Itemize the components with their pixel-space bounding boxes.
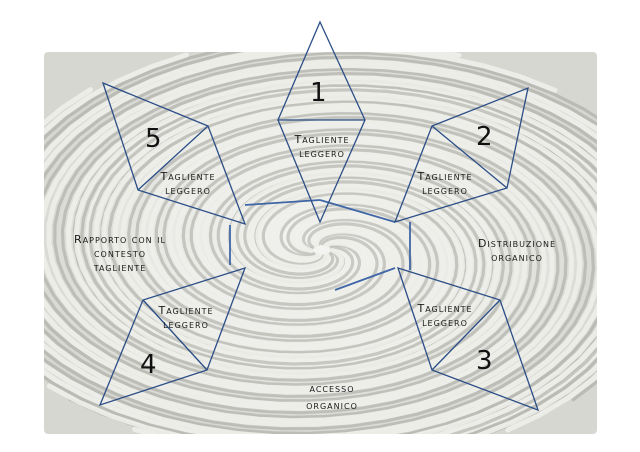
rhombus-number-2: 2 (476, 122, 493, 152)
swirl-stroke (53, 67, 597, 387)
swirl-stroke (93, 90, 597, 434)
rhombus-number-3: 3 (476, 346, 493, 376)
swirl-stroke (44, 111, 596, 434)
connector-top-right (319, 199, 396, 223)
label-rapporto-contesto: Rapporto con il contesto tagliente (74, 233, 166, 274)
edge-label-3: Tagliente leggero (417, 302, 473, 329)
swirl-stroke (65, 74, 597, 433)
rhombus-number-5: 5 (145, 124, 162, 154)
rhombus-1 (277, 20, 366, 224)
swirl-stroke (44, 52, 568, 419)
swirl-stroke (46, 95, 597, 434)
connector-bottom-right (334, 267, 396, 291)
swirl-stroke (73, 79, 597, 434)
rhombus-3 (396, 266, 540, 412)
edge-label-1: Tagliente leggero (294, 133, 350, 160)
swirl-stroke (80, 83, 597, 434)
edge-label-2: Tagliente leggero (417, 170, 473, 197)
swirl-stroke (44, 52, 558, 407)
swirl-stroke (44, 106, 597, 434)
swirl-stroke (44, 102, 597, 434)
label-distribuzione-organico: Distribuzione organico (477, 237, 557, 264)
swirl-stroke (44, 99, 597, 434)
swirl-stroke (85, 86, 597, 434)
rhombus-2-chord (431, 125, 508, 189)
connector-top-left (244, 199, 321, 206)
swirl-stroke (44, 87, 583, 428)
rhombus-2 (393, 86, 529, 224)
rhombus-3-chord (431, 299, 501, 371)
swirl-stroke (44, 52, 597, 403)
swirl-background (44, 52, 597, 434)
swirl-stroke (44, 52, 555, 412)
swirl-stroke (88, 88, 597, 434)
rhombus-number-1: 1 (310, 78, 327, 108)
swirl-stroke (60, 71, 597, 402)
rhombus-5 (101, 81, 247, 226)
edge-label-5: Tagliente leggero (160, 170, 216, 197)
rhombus-5-chord (137, 125, 209, 191)
rhombus-4 (98, 266, 247, 407)
label-accesso-organico: accesso organico (306, 381, 358, 412)
swirl-stroke (44, 116, 588, 431)
rhombus-number-4: 4 (140, 350, 157, 380)
hub-connectors (229, 199, 411, 291)
swirl-stroke (44, 52, 560, 415)
rhombus-4-chord (142, 299, 208, 371)
edge-label-4: Tagliente leggero (158, 304, 214, 331)
swirl-stroke (44, 58, 597, 396)
swirl-stroke (44, 52, 575, 424)
